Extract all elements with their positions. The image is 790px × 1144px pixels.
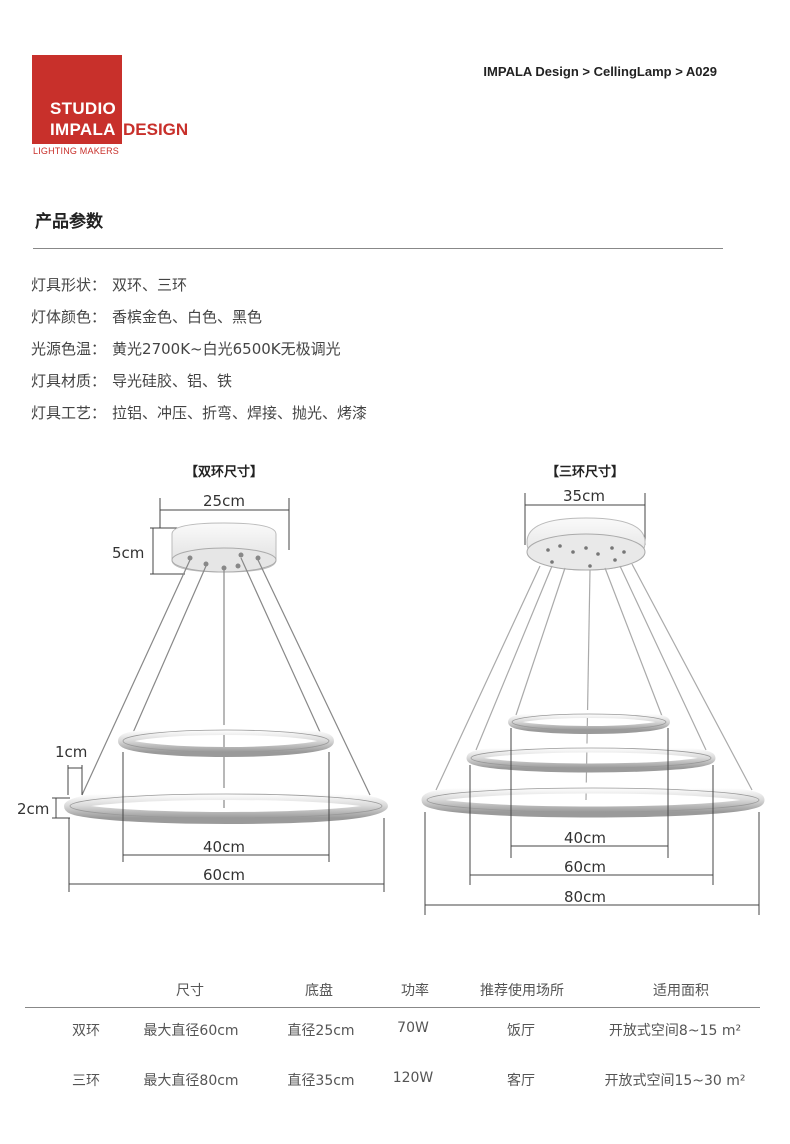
double-small-ring bbox=[118, 725, 334, 757]
triple-large-ring bbox=[421, 782, 765, 818]
table-cell: 直径25cm bbox=[287, 1023, 355, 1039]
double-ceiling-base bbox=[171, 522, 277, 573]
triple-mid-ring bbox=[466, 743, 716, 773]
table-cell: 三环 bbox=[72, 1073, 100, 1089]
table-header-cell: 底盘 bbox=[305, 983, 333, 999]
double-suspension-wires bbox=[81, 557, 371, 808]
spec-value: 香槟金色、白色、黑色 bbox=[112, 308, 263, 326]
table-cell: 双环 bbox=[72, 1023, 100, 1039]
triple-small-ring-label: 40cm bbox=[564, 829, 606, 847]
table-cell: 70W bbox=[397, 1020, 429, 1036]
section-divider bbox=[33, 248, 723, 249]
spec-value: 导光硅胶、铝、铁 bbox=[112, 372, 233, 390]
spec-label: 灯体颜色 bbox=[31, 308, 92, 326]
spec-list: 灯具形状：双环、三环 灯体颜色：香槟金色、白色、黑色 光源色温：黄光2700K~… bbox=[31, 272, 367, 432]
breadcrumb: IMPALA Design > CellingLamp > A029 bbox=[483, 64, 717, 79]
spec-table: 尺寸 底盘 功率 推荐使用场所 适用面积 双环 最大直径60cm 直径25cm … bbox=[25, 970, 760, 1108]
triple-base-width-label: 35cm bbox=[563, 487, 605, 505]
spec-label: 灯具材质 bbox=[31, 372, 92, 390]
section-title: 产品参数 bbox=[35, 212, 103, 232]
table-header: 尺寸 底盘 功率 推荐使用场所 适用面积 bbox=[25, 970, 760, 1008]
table-cell: 最大直径80cm bbox=[143, 1073, 239, 1089]
logo-studio-text: STUDIO bbox=[50, 99, 117, 118]
triple-ceiling-base bbox=[526, 517, 646, 571]
double-large-ring-label: 60cm bbox=[203, 866, 245, 884]
double-large-ring bbox=[64, 788, 388, 824]
table-row: 双环 最大直径60cm 直径25cm 70W 饭厅 开放式空间8~15 m² bbox=[25, 1008, 760, 1058]
table-cell: 开放式空间15~30 m² bbox=[604, 1073, 746, 1089]
table-cell: 饭厅 bbox=[507, 1023, 535, 1039]
table-cell: 最大直径60cm bbox=[143, 1023, 239, 1039]
spec-value: 黄光2700K~白光6500K无极调光 bbox=[112, 340, 341, 358]
triple-mid-ring-label: 60cm bbox=[564, 858, 606, 876]
spec-label: 光源色温 bbox=[31, 340, 92, 358]
spec-row: 灯具形状：双环、三环 bbox=[31, 272, 367, 304]
logo-design-text: DESIGN bbox=[123, 120, 189, 139]
triple-large-ring-label: 80cm bbox=[564, 888, 606, 906]
spec-row: 灯具材质：导光硅胶、铝、铁 bbox=[31, 368, 367, 400]
spec-row: 灯具工艺：拉铝、冲压、折弯、焊接、抛光、烤漆 bbox=[31, 400, 367, 432]
spec-value: 双环、三环 bbox=[112, 276, 188, 294]
table-header-cell: 尺寸 bbox=[176, 983, 204, 999]
spec-label: 灯具形状 bbox=[31, 276, 92, 294]
brand-logo bbox=[32, 55, 122, 144]
table-divider bbox=[25, 1007, 760, 1008]
table-row: 三环 最大直径80cm 直径35cm 120W 客厅 开放式空间15~30 m² bbox=[25, 1058, 760, 1108]
spec-row: 光源色温：黄光2700K~白光6500K无极调光 bbox=[31, 336, 367, 368]
table-cell: 120W bbox=[392, 1070, 434, 1086]
table-header-cell: 适用面积 bbox=[653, 983, 709, 999]
table-cell: 开放式空间8~15 m² bbox=[608, 1023, 742, 1039]
double-ring-thickness-label: 1cm bbox=[55, 743, 87, 761]
spec-value: 拉铝、冲压、折弯、焊接、抛光、烤漆 bbox=[112, 404, 368, 422]
spec-label: 灯具工艺 bbox=[31, 404, 92, 422]
logo-impala-text: IMPALA bbox=[50, 120, 116, 139]
table-cell: 客厅 bbox=[507, 1073, 535, 1089]
double-ring-height-label: 2cm bbox=[17, 800, 49, 818]
lamp-dimension-diagram: 【双环尺寸】 25cm 5cm bbox=[17, 464, 765, 915]
table-header-cell: 推荐使用场所 bbox=[480, 983, 564, 999]
spec-row: 灯体颜色：香槟金色、白色、黑色 bbox=[31, 304, 367, 336]
logo-tagline: LIGHTING MAKERS bbox=[33, 146, 120, 156]
double-ring-title: 【双环尺寸】 bbox=[185, 464, 263, 480]
table-header-cell: 功率 bbox=[401, 983, 429, 999]
table-cell: 直径35cm bbox=[287, 1073, 355, 1089]
triple-ring-title: 【三环尺寸】 bbox=[546, 464, 624, 480]
triple-small-ring bbox=[508, 710, 670, 734]
double-small-ring-label: 40cm bbox=[203, 838, 245, 856]
double-base-width-label: 25cm bbox=[203, 492, 245, 510]
triple-suspension-wires bbox=[435, 563, 753, 801]
double-base-height-label: 5cm bbox=[112, 544, 144, 562]
